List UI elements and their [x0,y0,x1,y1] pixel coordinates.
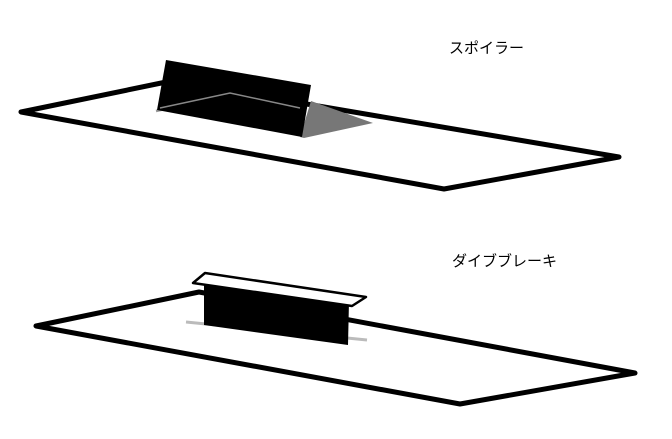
dive-brake-label: ダイブブレーキ [452,252,558,270]
dive-brake-top-plate [191,271,368,308]
lower-wing-plate [33,289,638,407]
spoiler-figure [18,60,622,192]
spoiler-label: スポイラー [449,39,525,57]
spoiler-shadow [300,101,373,138]
dive-brake-figure [33,271,638,407]
spoiler-inner-edge [159,92,301,109]
spoiler-panel [157,60,311,137]
upper-wing-plate [18,78,622,192]
